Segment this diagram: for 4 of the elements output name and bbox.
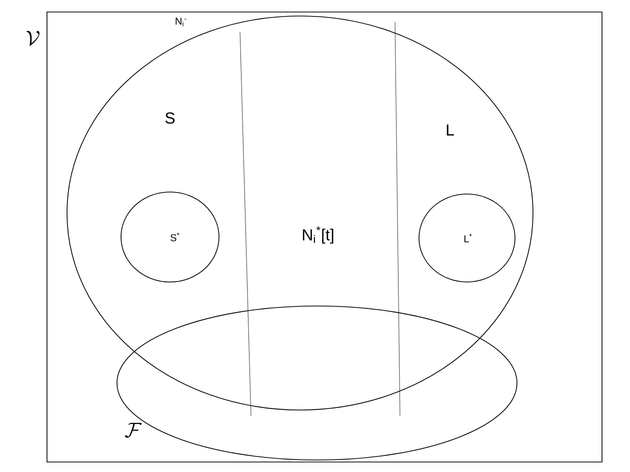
node-label: $\mathcal{V}$: [26, 30, 40, 46]
region-label: L: [446, 124, 454, 136]
region-label: N$_{i}$$^{*}$[t]: [302, 226, 334, 244]
region-label: S: [165, 112, 175, 124]
